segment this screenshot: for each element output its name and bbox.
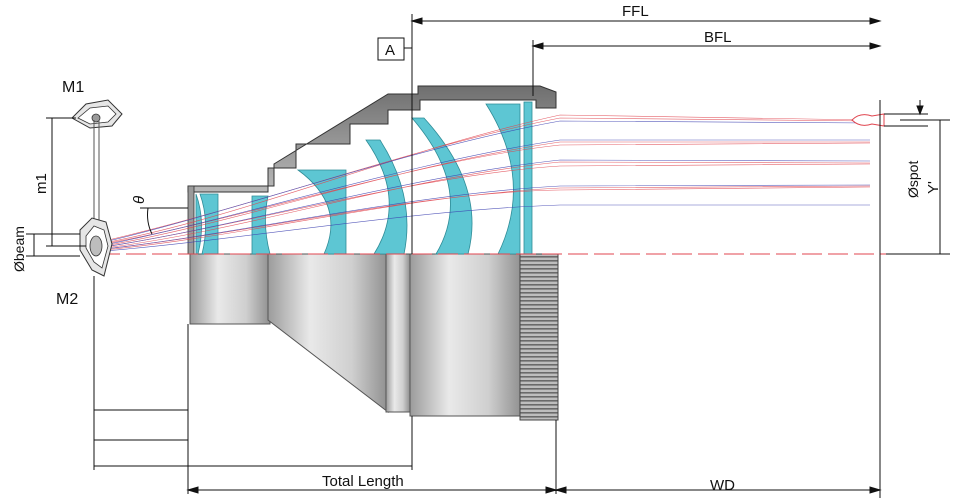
- label-total-length: Total Length: [322, 473, 404, 490]
- ray-bundle-red: [103, 114, 871, 251]
- label-m1: M1: [62, 79, 84, 96]
- label-theta: θ: [131, 196, 148, 204]
- mirror-m1: [71, 99, 123, 129]
- knurled-ring: [519, 253, 559, 421]
- lens-element-6: [485, 103, 521, 255]
- lens-element-2: [251, 195, 271, 255]
- rear-flange: [189, 253, 271, 325]
- label-ffl: FFL: [622, 3, 649, 20]
- housing-top-wall: [187, 85, 557, 193]
- label-bfl: BFL: [704, 29, 732, 46]
- label-m1-distance: m1: [33, 173, 50, 194]
- main-barrel: [409, 253, 523, 417]
- lens-element-3: [296, 169, 347, 255]
- rear-retainer: [187, 185, 195, 255]
- ray-fans: [103, 114, 871, 252]
- ray-bundle-blue: [103, 120, 871, 252]
- label-spot-diameter: Øspot: [905, 161, 921, 198]
- datum-box: [377, 37, 405, 61]
- barrel-ring: [385, 253, 411, 413]
- dimension-lines: [26, 14, 950, 494]
- label-datum: A: [385, 42, 395, 59]
- label-wd: WD: [710, 477, 735, 494]
- lens-elements: [195, 101, 533, 255]
- label-image-height: Y': [925, 181, 942, 194]
- lens-element-5: [411, 117, 473, 255]
- label-beam-diameter: Øbeam: [11, 226, 27, 272]
- housing-exterior: [189, 253, 559, 421]
- conical-barrel: [267, 253, 389, 414]
- label-m2: M2: [56, 291, 78, 308]
- focus-spot: [851, 113, 885, 127]
- lens-element-4: [365, 139, 408, 255]
- mirror-m2: [79, 217, 113, 277]
